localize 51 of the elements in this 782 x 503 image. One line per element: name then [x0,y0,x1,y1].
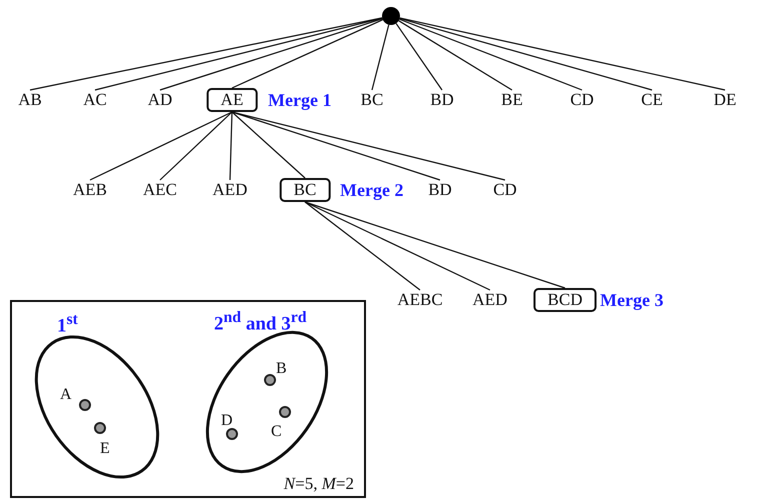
tree-edge [396,23,442,90]
tree-edge [399,18,582,91]
point-label: E [100,440,110,458]
tree-edge [160,112,232,180]
node-label: BD [430,90,454,110]
cluster-heading: 1$^{st}$ [57,310,78,338]
tree-edge [232,19,384,89]
point-label: D [221,412,233,430]
parameter-text: N=5, M=2 [284,474,354,494]
cluster-heading: 2$^{nd}$ and 3$^{rd}$ [214,308,307,336]
merged-node-box: BC [280,178,330,202]
tree-edge [304,201,490,291]
tree-edge [232,112,306,178]
merged-node-box: AE [206,88,258,112]
node-label: AC [83,90,107,110]
node-label: AEBC [397,290,443,310]
tree-edge [90,111,232,181]
node-label: AD [148,90,172,110]
tree-edge [398,20,512,91]
merge-label: Merge 1 [268,90,332,110]
node-label: AED [472,290,508,310]
node-label: AEB [73,180,107,200]
tree-edge [232,111,506,181]
point-label: A [60,386,72,404]
tree-edge [30,17,382,91]
tree-edge [400,18,652,91]
merge-label: Merge 2 [340,180,404,200]
merge-label: Merge 3 [600,290,664,310]
node-label: AEC [143,180,177,200]
merged-node-box: BCD [534,288,596,312]
tree-edge [94,18,382,91]
node-label: AED [212,180,248,200]
node-label: BE [501,90,523,110]
tree-edge [304,202,420,290]
node-label: DE [714,90,736,110]
root-node [382,7,400,25]
node-label: CD [570,90,594,110]
point-label: C [271,423,282,441]
node-label: CE [641,90,663,110]
tree-edge [232,111,440,181]
node-label: BC [360,90,384,110]
tree-edge [400,17,726,91]
tree-edge [160,18,383,91]
tree-edge [371,24,390,90]
inset-panel [10,300,366,498]
tree-edge [229,112,233,180]
node-label: AB [18,90,42,110]
node-label: CD [493,180,517,200]
tree-edge [304,201,566,289]
node-label: BD [428,180,452,200]
point-label: B [276,360,287,378]
